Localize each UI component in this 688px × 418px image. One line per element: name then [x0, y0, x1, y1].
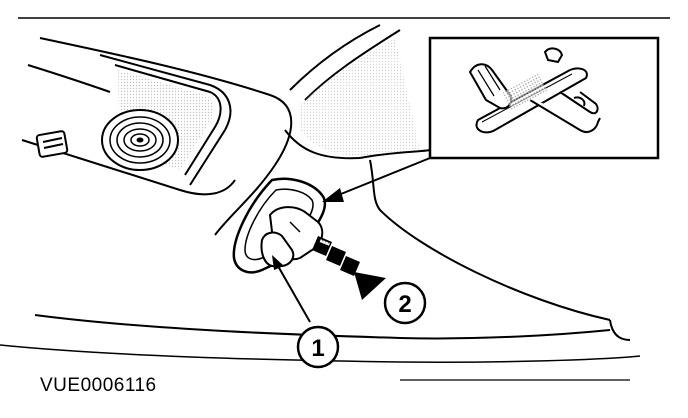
removal-direction-arrow — [312, 236, 386, 300]
callout-2: 2 — [383, 281, 427, 325]
callout-2-label: 2 — [398, 291, 411, 318]
inset-leader — [322, 157, 431, 202]
visor-clip — [260, 206, 324, 267]
callout-1-label: 1 — [311, 335, 324, 362]
vent-icon — [35, 130, 69, 158]
figure-code: VUE0006116 — [40, 375, 157, 396]
inset-detail — [428, 36, 660, 160]
speaker-icon — [101, 109, 179, 171]
callout-1-leader — [272, 255, 311, 323]
callout-1: 1 — [296, 325, 340, 369]
headliner-panel — [0, 24, 641, 363]
